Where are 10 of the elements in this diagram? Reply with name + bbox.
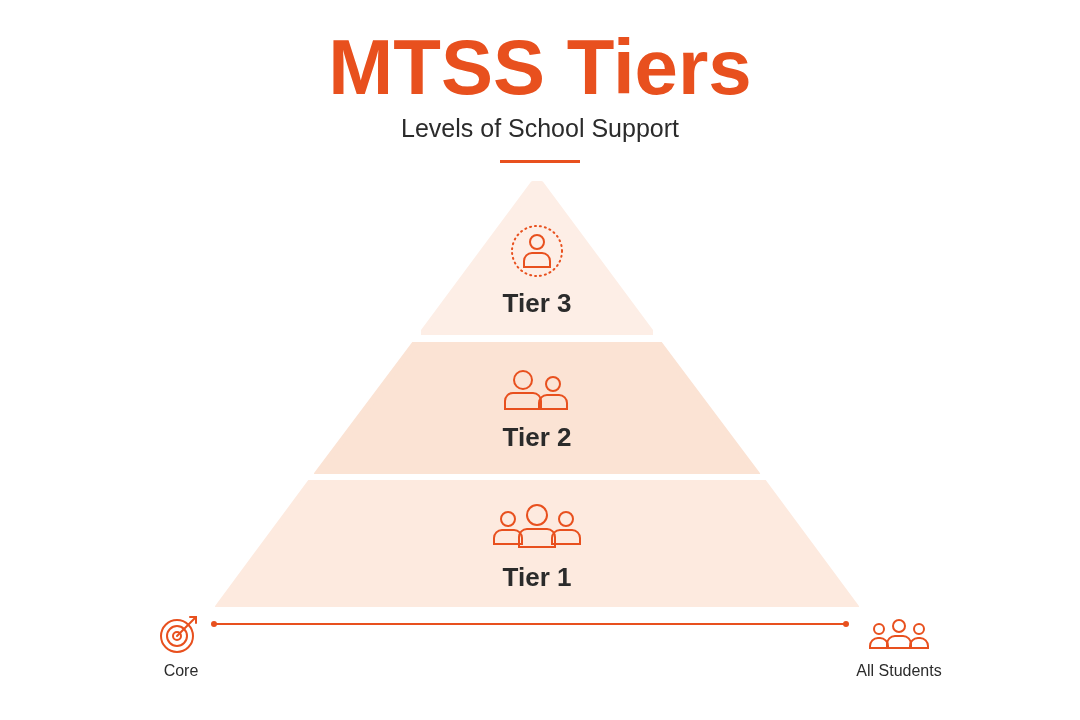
tier-label: Tier 2: [502, 422, 572, 453]
end-label: All Students: [856, 662, 942, 680]
pyramid-tier: [421, 180, 653, 335]
tier-label: Tier 3: [502, 288, 572, 319]
title: MTSS Tiers: [327, 22, 753, 112]
range-line: [211, 621, 849, 627]
pyramid-tier: [215, 480, 859, 607]
tier-label: Tier 1: [502, 562, 572, 593]
subtitle: Levels of School Support: [401, 114, 679, 142]
end-label: Core: [163, 662, 199, 680]
